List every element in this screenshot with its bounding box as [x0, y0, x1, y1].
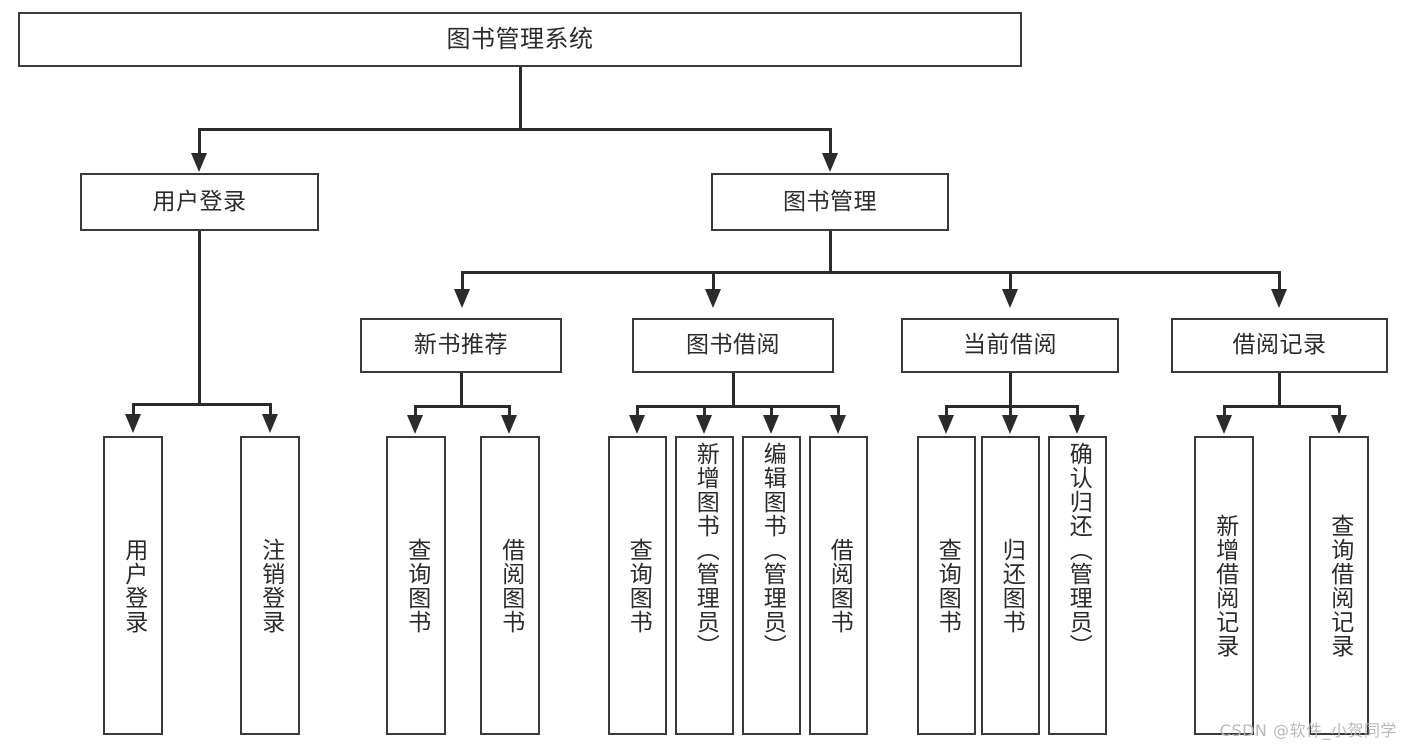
node-borrow-record[interactable]: 借阅记录 [1171, 318, 1388, 373]
node-label: 新增借阅记录 [1211, 513, 1238, 658]
node-book-borrow[interactable]: 图书借阅 [632, 318, 834, 373]
edge-root-to-book-management [829, 128, 832, 156]
arrow-new-book-to-leaf-2 [501, 415, 517, 434]
leaf-book-borrow-query[interactable]: 查询图书 [608, 436, 667, 735]
arrow-new-book-to-leaf-1 [407, 415, 423, 434]
edge-borrow-record-stem [1278, 373, 1281, 407]
leaf-current-borrow-query[interactable]: 查询图书 [917, 436, 976, 735]
edge-book-borrow-stem [732, 373, 735, 407]
node-label: 查询借阅记录 [1326, 513, 1353, 658]
edge-bm-to-new-book [461, 271, 464, 291]
edge-book-management-stem [829, 231, 832, 273]
leaf-current-borrow-confirm-return[interactable]: 确认归还（管理员） [1048, 436, 1107, 735]
edge-current-borrow-to-leaf-3 [1076, 405, 1079, 417]
arrow-borrow-record-to-leaf-1 [1216, 415, 1232, 434]
arrow-borrow-record-to-leaf-2 [1331, 415, 1347, 434]
node-label: 图书管理 [783, 188, 877, 215]
arrow-user-login-to-leaf-1 [125, 414, 141, 433]
leaf-user-login-login[interactable]: 用户登录 [103, 436, 163, 735]
edge-user-login-to-leaf-1 [132, 403, 135, 417]
edge-bm-to-book-borrow [712, 271, 715, 291]
edge-user-login-stem [198, 231, 201, 405]
leaf-new-book-borrow[interactable]: 借阅图书 [480, 436, 540, 735]
arrow-book-borrow-to-leaf-3 [763, 415, 779, 434]
leaf-borrow-record-query[interactable]: 查询借阅记录 [1309, 436, 1369, 735]
edge-user-login-bus [132, 403, 271, 406]
node-label: 借阅记录 [1232, 332, 1327, 359]
leaf-current-borrow-return[interactable]: 归还图书 [981, 436, 1040, 735]
edge-book-borrow-to-leaf-2 [703, 405, 706, 417]
edge-current-borrow-to-leaf-2 [1009, 405, 1012, 417]
edge-bm-to-borrow-record [1278, 271, 1281, 291]
arrow-current-borrow-to-leaf-2 [1002, 415, 1018, 434]
node-label: 图书借阅 [686, 332, 780, 359]
edge-new-book-bus [414, 405, 510, 408]
leaf-book-borrow-edit[interactable]: 编辑图书（管理员） [742, 436, 801, 735]
node-label: 用户登录 [152, 188, 247, 215]
arrow-root-to-book-management [822, 153, 838, 172]
node-label: 查询图书 [934, 537, 961, 634]
edge-book-borrow-bus [636, 405, 839, 408]
node-label: 新增图书（管理员） [692, 442, 719, 658]
edge-new-book-to-leaf-2 [508, 405, 511, 417]
node-label: 归还图书 [998, 537, 1025, 634]
edge-new-book-to-leaf-1 [414, 405, 417, 417]
arrow-current-borrow-to-leaf-1 [938, 415, 954, 434]
arrow-root-to-user-login [191, 153, 207, 172]
node-label: 新书推荐 [414, 332, 508, 359]
arrow-user-login-to-leaf-2 [262, 414, 278, 433]
node-label: 查询图书 [625, 537, 652, 634]
arrow-book-borrow-to-leaf-2 [696, 415, 712, 434]
arrow-bm-to-book-borrow [705, 289, 721, 308]
leaf-user-login-logout[interactable]: 注销登录 [240, 436, 300, 735]
node-label: 借阅图书 [497, 537, 524, 634]
edge-current-borrow-to-leaf-1 [945, 405, 948, 417]
edge-bm-to-current-borrow [1009, 271, 1012, 291]
edge-book-management-bus [461, 271, 1280, 274]
node-user-login[interactable]: 用户登录 [80, 173, 319, 231]
node-book-management[interactable]: 图书管理 [711, 173, 949, 231]
edge-book-borrow-to-leaf-1 [636, 405, 639, 417]
node-label: 注销登录 [257, 537, 284, 634]
leaf-book-borrow-borrow[interactable]: 借阅图书 [809, 436, 868, 735]
leaf-book-borrow-add[interactable]: 新增图书（管理员） [675, 436, 734, 735]
arrow-bm-to-borrow-record [1271, 289, 1287, 308]
arrow-current-borrow-to-leaf-3 [1069, 415, 1085, 434]
node-new-book-recommend[interactable]: 新书推荐 [360, 318, 562, 373]
node-label: 用户登录 [120, 537, 147, 634]
arrow-book-borrow-to-leaf-4 [830, 415, 846, 434]
node-root-book-management-system[interactable]: 图书管理系统 [18, 12, 1022, 67]
edge-book-borrow-to-leaf-4 [837, 405, 840, 417]
node-label: 确认归还（管理员） [1065, 442, 1092, 658]
edge-root-to-user-login [198, 128, 201, 156]
node-label: 当前借阅 [963, 332, 1057, 359]
node-label: 查询图书 [403, 537, 430, 634]
edge-new-book-stem [460, 373, 463, 407]
edge-current-borrow-bus [945, 405, 1078, 408]
arrow-book-borrow-to-leaf-1 [629, 415, 645, 434]
edge-root-bus [198, 128, 832, 131]
edge-book-borrow-to-leaf-3 [770, 405, 773, 417]
edge-user-login-to-leaf-2 [269, 403, 272, 417]
node-current-borrow[interactable]: 当前借阅 [901, 318, 1119, 373]
arrow-bm-to-new-book [454, 289, 470, 308]
edge-current-borrow-stem [1009, 373, 1012, 407]
node-label: 编辑图书（管理员） [759, 442, 786, 658]
leaf-new-book-query[interactable]: 查询图书 [386, 436, 446, 735]
edge-borrow-record-bus [1223, 405, 1340, 408]
leaf-borrow-record-add[interactable]: 新增借阅记录 [1194, 436, 1254, 735]
edge-borrow-record-to-leaf-1 [1223, 405, 1226, 417]
node-label: 借阅图书 [826, 537, 853, 634]
node-label: 图书管理系统 [446, 24, 594, 53]
edge-borrow-record-to-leaf-2 [1338, 405, 1341, 417]
edge-root-stem [519, 67, 522, 128]
arrow-bm-to-current-borrow [1002, 289, 1018, 308]
